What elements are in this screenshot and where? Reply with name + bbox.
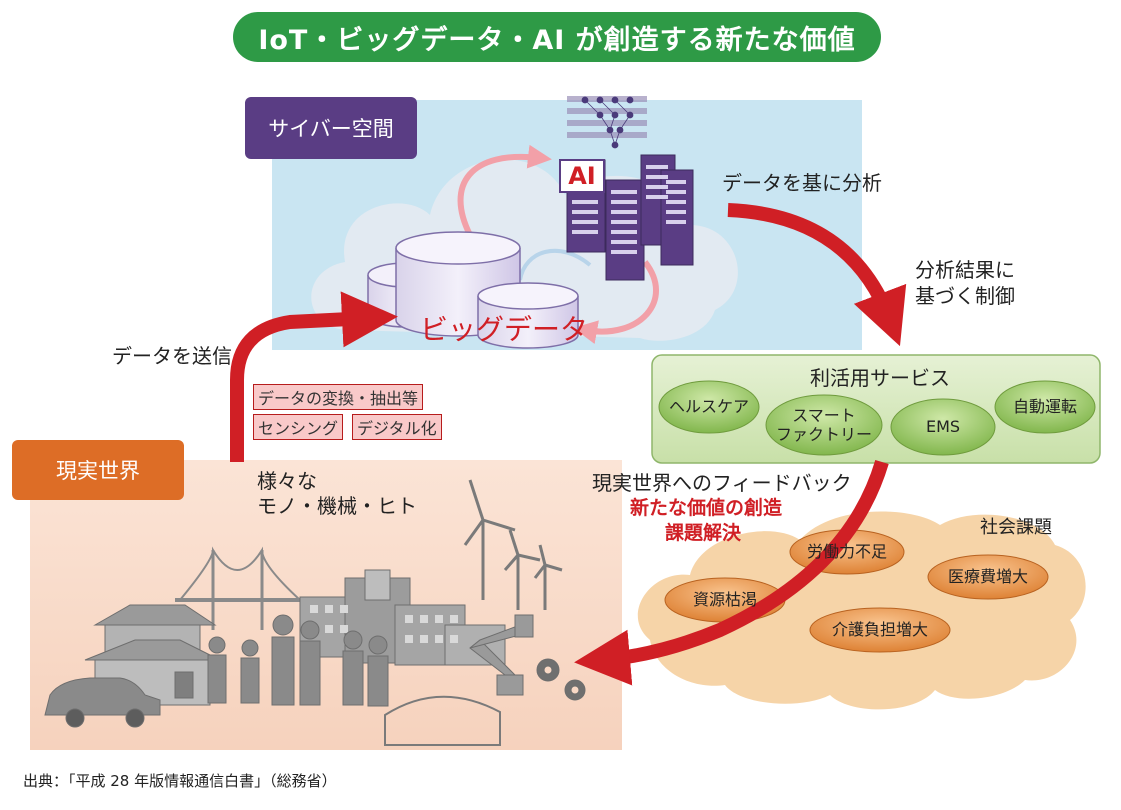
arrow-feedback [574, 460, 889, 686]
cyber-flow-arrow-up [457, 144, 552, 237]
service-pill-healthcare: ヘルスケア [668, 397, 749, 417]
tag-sensing: センシング [253, 414, 344, 440]
cyber-space-label: サイバー空間 [245, 97, 417, 159]
issue-pill-labor: 労働力不足 [806, 542, 887, 562]
problem-solving-label: 課題解決 [665, 522, 742, 544]
service-pill-ems: EMS [925, 417, 961, 437]
service-pill-autonomous: 自動運転 [1012, 397, 1077, 417]
source-citation: 出典：「平成 28 年版情報通信白書」（総務省） [23, 772, 337, 790]
issue-pill-medical-shape [927, 554, 1049, 600]
social-issues-label: 社会課題 [980, 517, 1052, 538]
services-label: 利活用サービス [810, 366, 950, 390]
issue-pill-resources: 資源枯渇 [692, 590, 757, 610]
real-world-label: 現実世界 [12, 440, 184, 500]
arrow-send-data [230, 291, 398, 462]
cyber-flow-arrow-down [573, 260, 659, 344]
things-label-line1: 様々な [257, 469, 317, 493]
page-title: IoT・ビッグデータ・AI が創造する新たな価値 [233, 12, 881, 62]
service-pill-smart-factory-shape [765, 394, 883, 456]
bigdata-label: ビッグデータ [420, 313, 589, 346]
arrow-analyze-control [727, 203, 907, 347]
tag-digitization: デジタル化 [352, 414, 442, 440]
issue-pill-care-shape [809, 607, 951, 653]
control-label-line2: 基づく制御 [915, 284, 1015, 308]
send-data-label: データを送信 [112, 344, 232, 368]
control-label-line1: 分析結果に [915, 258, 1015, 282]
value-creation-label: 新たな価値の創造 [630, 497, 783, 519]
issue-pill-medical: 医療費増大 [947, 567, 1028, 587]
tag-data-conversion: データの変換・抽出等 [253, 384, 424, 410]
analyze-label: データを基に分析 [722, 171, 882, 195]
ai-box [559, 159, 605, 193]
service-pill-healthcare-shape [658, 380, 760, 434]
service-pill-autonomous-shape [994, 380, 1096, 434]
neural-network-icon [567, 96, 647, 149]
bigdata-cylinders [367, 231, 579, 349]
cyber-flow-arrow-blue [518, 248, 592, 281]
city-illustration [44, 479, 586, 746]
service-pill-smart-factory: スマート ファクトリー [775, 405, 872, 444]
things-label-line2: モノ・機械・ヒト [257, 494, 417, 518]
ai-label: AI [568, 162, 596, 190]
service-pill-ems-shape [890, 398, 996, 456]
feedback-label: 現実世界へのフィードバック [592, 471, 852, 495]
issue-pill-care: 介護負担増大 [831, 620, 928, 640]
